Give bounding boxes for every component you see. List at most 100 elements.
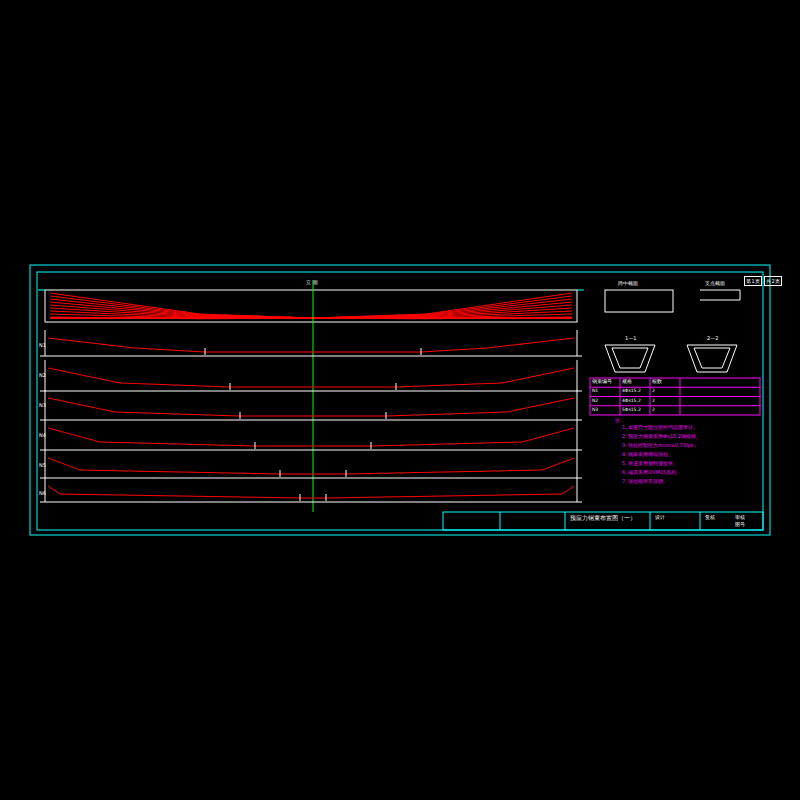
label: 2 [652, 399, 655, 404]
sheet-text: 第1页 [746, 278, 759, 284]
label: N3 [39, 403, 46, 409]
tendon-profile [48, 338, 574, 352]
label: 钢束编号 [592, 380, 612, 385]
tick [280, 470, 281, 477]
label: 设计 [655, 515, 665, 521]
label: 复核 [705, 515, 715, 521]
tendon [50, 296, 313, 318]
tendon [50, 305, 313, 318]
label: 4. 钢束采用两端张拉。 [622, 452, 673, 458]
label: 4Φs15.2 [622, 399, 641, 404]
tendon-profile [48, 458, 574, 474]
table-line [620, 378, 621, 415]
strip-end [577, 478, 578, 502]
tick [300, 494, 301, 501]
tendon [313, 293, 572, 318]
tendon [50, 293, 313, 318]
tendon-profile [48, 486, 574, 498]
detail [700, 290, 740, 300]
tick [230, 383, 231, 390]
sheet-text: 共2页 [766, 278, 779, 284]
strip-baseline [40, 391, 582, 392]
title-block [443, 512, 763, 530]
box-section-inner [612, 348, 648, 368]
label: N3 [592, 408, 598, 413]
tick [346, 470, 347, 477]
label: 4Φs15.2 [622, 389, 641, 394]
label: 3. 张拉控制应力σcon=0.75fpk。 [622, 443, 699, 449]
tick [386, 412, 387, 419]
drawing-title: 预应力钢束布置图（一） [570, 515, 636, 522]
tick [371, 442, 372, 449]
girder-elevation [45, 290, 577, 322]
label: 立 面 [306, 280, 318, 286]
tendon [313, 311, 572, 318]
tendon-profile [48, 368, 574, 387]
box-section-inner [694, 348, 730, 368]
title-line [650, 512, 651, 530]
label: 2 [652, 389, 655, 394]
strip-end [577, 450, 578, 478]
strip-baseline [40, 478, 582, 479]
centerline [313, 280, 314, 512]
strip-baseline [40, 356, 582, 357]
label: 根数 [652, 380, 662, 385]
box-section [605, 345, 655, 372]
tendon-profile [48, 428, 574, 446]
outer-frame [30, 265, 770, 535]
label: 2 [652, 408, 655, 413]
strip-baseline [40, 450, 582, 451]
tendon [313, 299, 572, 318]
tick [396, 383, 397, 390]
label: 7. 张拉顺序见说明。 [622, 479, 668, 485]
strip-end [577, 420, 578, 450]
title-line [500, 512, 501, 530]
end-mark [38, 290, 45, 291]
table-line [680, 378, 681, 415]
label: N4 [39, 433, 46, 439]
strip-baseline [40, 502, 582, 503]
label: 2—2 [707, 336, 718, 342]
strip-end [577, 330, 578, 356]
label: N6 [39, 491, 46, 497]
strip-end [45, 478, 46, 502]
label: 审核 [735, 515, 745, 521]
table-line [650, 378, 651, 415]
tendon [50, 308, 313, 318]
tendon [50, 302, 313, 318]
strip-end [577, 360, 578, 391]
tendon [313, 305, 572, 318]
table-line [590, 396, 760, 397]
tick [421, 348, 422, 355]
box-section [687, 345, 737, 372]
table-line [590, 387, 760, 388]
label: 规格 [622, 380, 632, 385]
label: 2. 预应力钢束采用Φs15.2钢绞线。 [622, 434, 701, 440]
tick [326, 494, 327, 501]
strip-baseline [40, 420, 582, 421]
sheet-box: 共2页 [764, 276, 782, 286]
label: 1. 本图尺寸除注明外均以厘米计。 [622, 425, 698, 431]
label: N1 [592, 389, 598, 394]
label: 图号 [735, 522, 745, 528]
label: 支点截面 [705, 281, 725, 287]
table-line [590, 405, 760, 406]
tick [240, 412, 241, 419]
label: 1—1 [625, 336, 636, 342]
label: N2 [39, 373, 46, 379]
tendon [313, 296, 572, 318]
label: N1 [39, 343, 46, 349]
tendon [50, 311, 313, 318]
tendon-bottom [50, 317, 572, 319]
tendon [313, 302, 572, 318]
title-line [565, 512, 566, 530]
end-mark [577, 290, 584, 291]
inner-frame [37, 272, 763, 530]
label: 5Φs15.2 [622, 408, 641, 413]
title-line [700, 512, 701, 530]
tendon [50, 299, 313, 318]
label: N5 [39, 463, 46, 469]
tick [255, 442, 256, 449]
plan-detail [605, 290, 673, 312]
tick [205, 348, 206, 355]
